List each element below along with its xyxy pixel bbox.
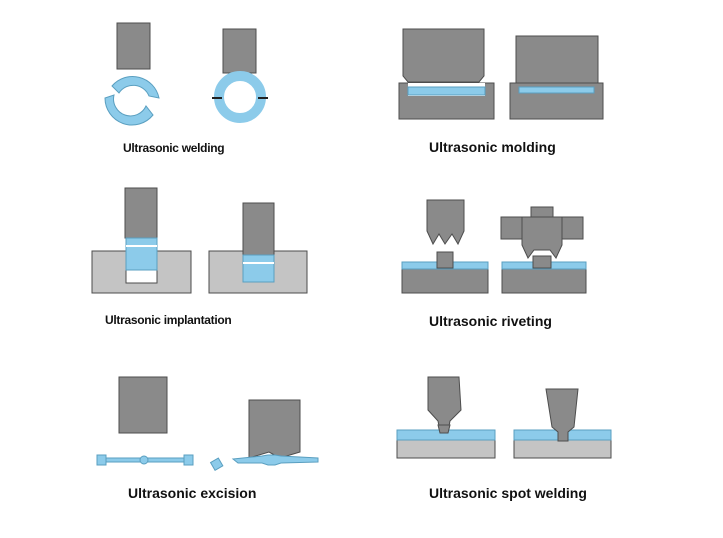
workpiece [407,86,486,96]
lower-sheet [513,439,612,459]
horn [427,376,462,432]
molding-figure [398,28,604,120]
rivet-post [436,251,454,269]
lower-sheet [396,439,496,459]
formed-rivet [532,255,552,269]
cut-workpiece [231,454,319,466]
embedded-insert [242,254,275,283]
base [401,267,489,294]
horn [116,22,151,70]
workpiece-end [183,454,194,466]
caption-molding: Ultrasonic molding [429,139,556,155]
spot-welding-figure [396,376,612,459]
horn [222,28,257,74]
horn [545,388,579,442]
workpiece-bulge [139,455,149,465]
insert [125,237,158,271]
horn [242,202,275,256]
caption-excision: Ultrasonic excision [128,485,257,501]
caption-implantation: Ultrasonic implantation [105,313,232,327]
caption-spot-welding: Ultrasonic spot welding [429,485,587,501]
workpiece-end [96,454,107,466]
ring-part-left [104,94,154,126]
ring-part-right [111,76,160,99]
horn [515,35,599,87]
spot-tip [437,424,451,434]
excision-figure [96,376,319,472]
horn [118,376,168,434]
base [501,267,587,294]
caption-welding: Ultrasonic welding [123,141,225,155]
cut-fragment [209,457,224,472]
horn-side [500,216,523,240]
caption-riveting: Ultrasonic riveting [429,313,552,329]
riveting-figure [401,199,587,294]
horn-side [561,216,584,240]
molded-workpiece [518,86,595,94]
horn [248,399,301,459]
implantation-figure [91,187,308,294]
horn [124,187,158,239]
welding-figure [104,22,268,126]
welded-ring [214,71,266,123]
horn [521,216,563,259]
horn-cap [530,206,554,218]
horn [426,199,465,246]
horn [402,28,485,83]
